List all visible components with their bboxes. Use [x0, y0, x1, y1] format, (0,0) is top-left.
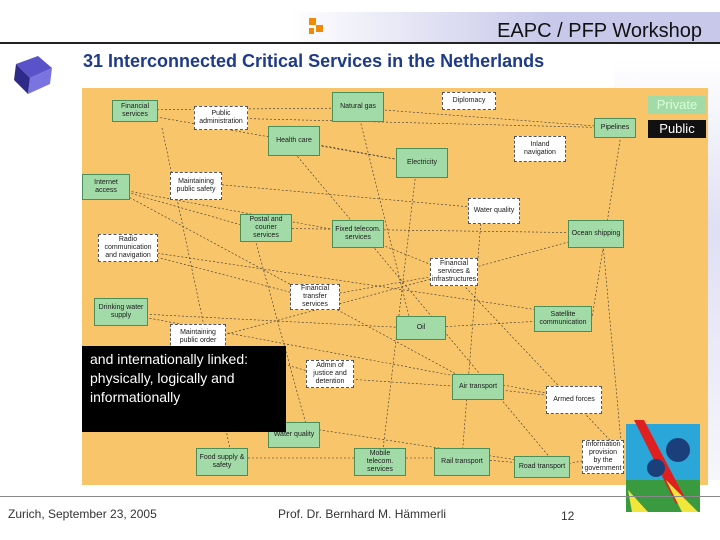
service-node: Oil: [396, 316, 446, 340]
service-node: Natural gas: [332, 92, 384, 122]
footer-location-date: Zurich, September 23, 2005: [8, 507, 157, 521]
footer-rule: [0, 496, 720, 497]
orange-logo-mark: [309, 18, 323, 34]
service-node: Health care: [268, 126, 320, 156]
cube-logo-icon: [8, 50, 56, 98]
service-node: Diplomacy: [442, 92, 496, 110]
service-node: Water quality: [468, 198, 520, 224]
service-node: Information provision by the government: [582, 440, 624, 474]
service-node: Air transport: [452, 374, 504, 400]
corner-illustration-icon: [626, 420, 700, 512]
service-node: Financial services: [112, 100, 158, 122]
page-number: 12: [561, 509, 574, 523]
service-node: Postal and courier services: [240, 214, 292, 242]
service-node: Radio communication and navigation: [98, 234, 158, 262]
service-node: Financial services & infrastructures: [430, 258, 478, 286]
service-node: Electricity: [396, 148, 448, 178]
legend-public: Public: [648, 120, 706, 138]
service-node: Satellite communication: [534, 306, 592, 332]
service-node: Inland navigation: [514, 136, 566, 162]
legend-private: Private: [648, 96, 706, 114]
service-node: Pipelines: [594, 118, 636, 138]
header-rule: [0, 42, 720, 44]
service-node: Armed forces: [546, 386, 602, 414]
footer-author: Prof. Dr. Bernhard M. Hämmerli: [278, 507, 446, 521]
service-node: Food supply & safety: [196, 448, 248, 476]
service-node: Admin of justice and detention: [306, 360, 354, 388]
service-node: Public administration: [194, 106, 248, 130]
overlay-caption: and internationally linked: physically, …: [82, 346, 286, 432]
header-title: EAPC / PFP Workshop: [497, 20, 702, 43]
service-node: Internet access: [82, 174, 130, 200]
service-node: Fixed telecom. services: [332, 220, 384, 248]
service-node: Rail transport: [434, 448, 490, 476]
service-node: Ocean shipping: [568, 220, 624, 248]
service-node: Maintaining public safety: [170, 172, 222, 200]
service-node: Financial transfer services: [290, 284, 340, 310]
service-node: Road transport: [514, 456, 570, 478]
service-node: Mobile telecom. services: [354, 448, 406, 476]
slide-subtitle: 31 Interconnected Critical Services in t…: [83, 51, 544, 72]
service-node: Drinking water supply: [94, 298, 148, 326]
